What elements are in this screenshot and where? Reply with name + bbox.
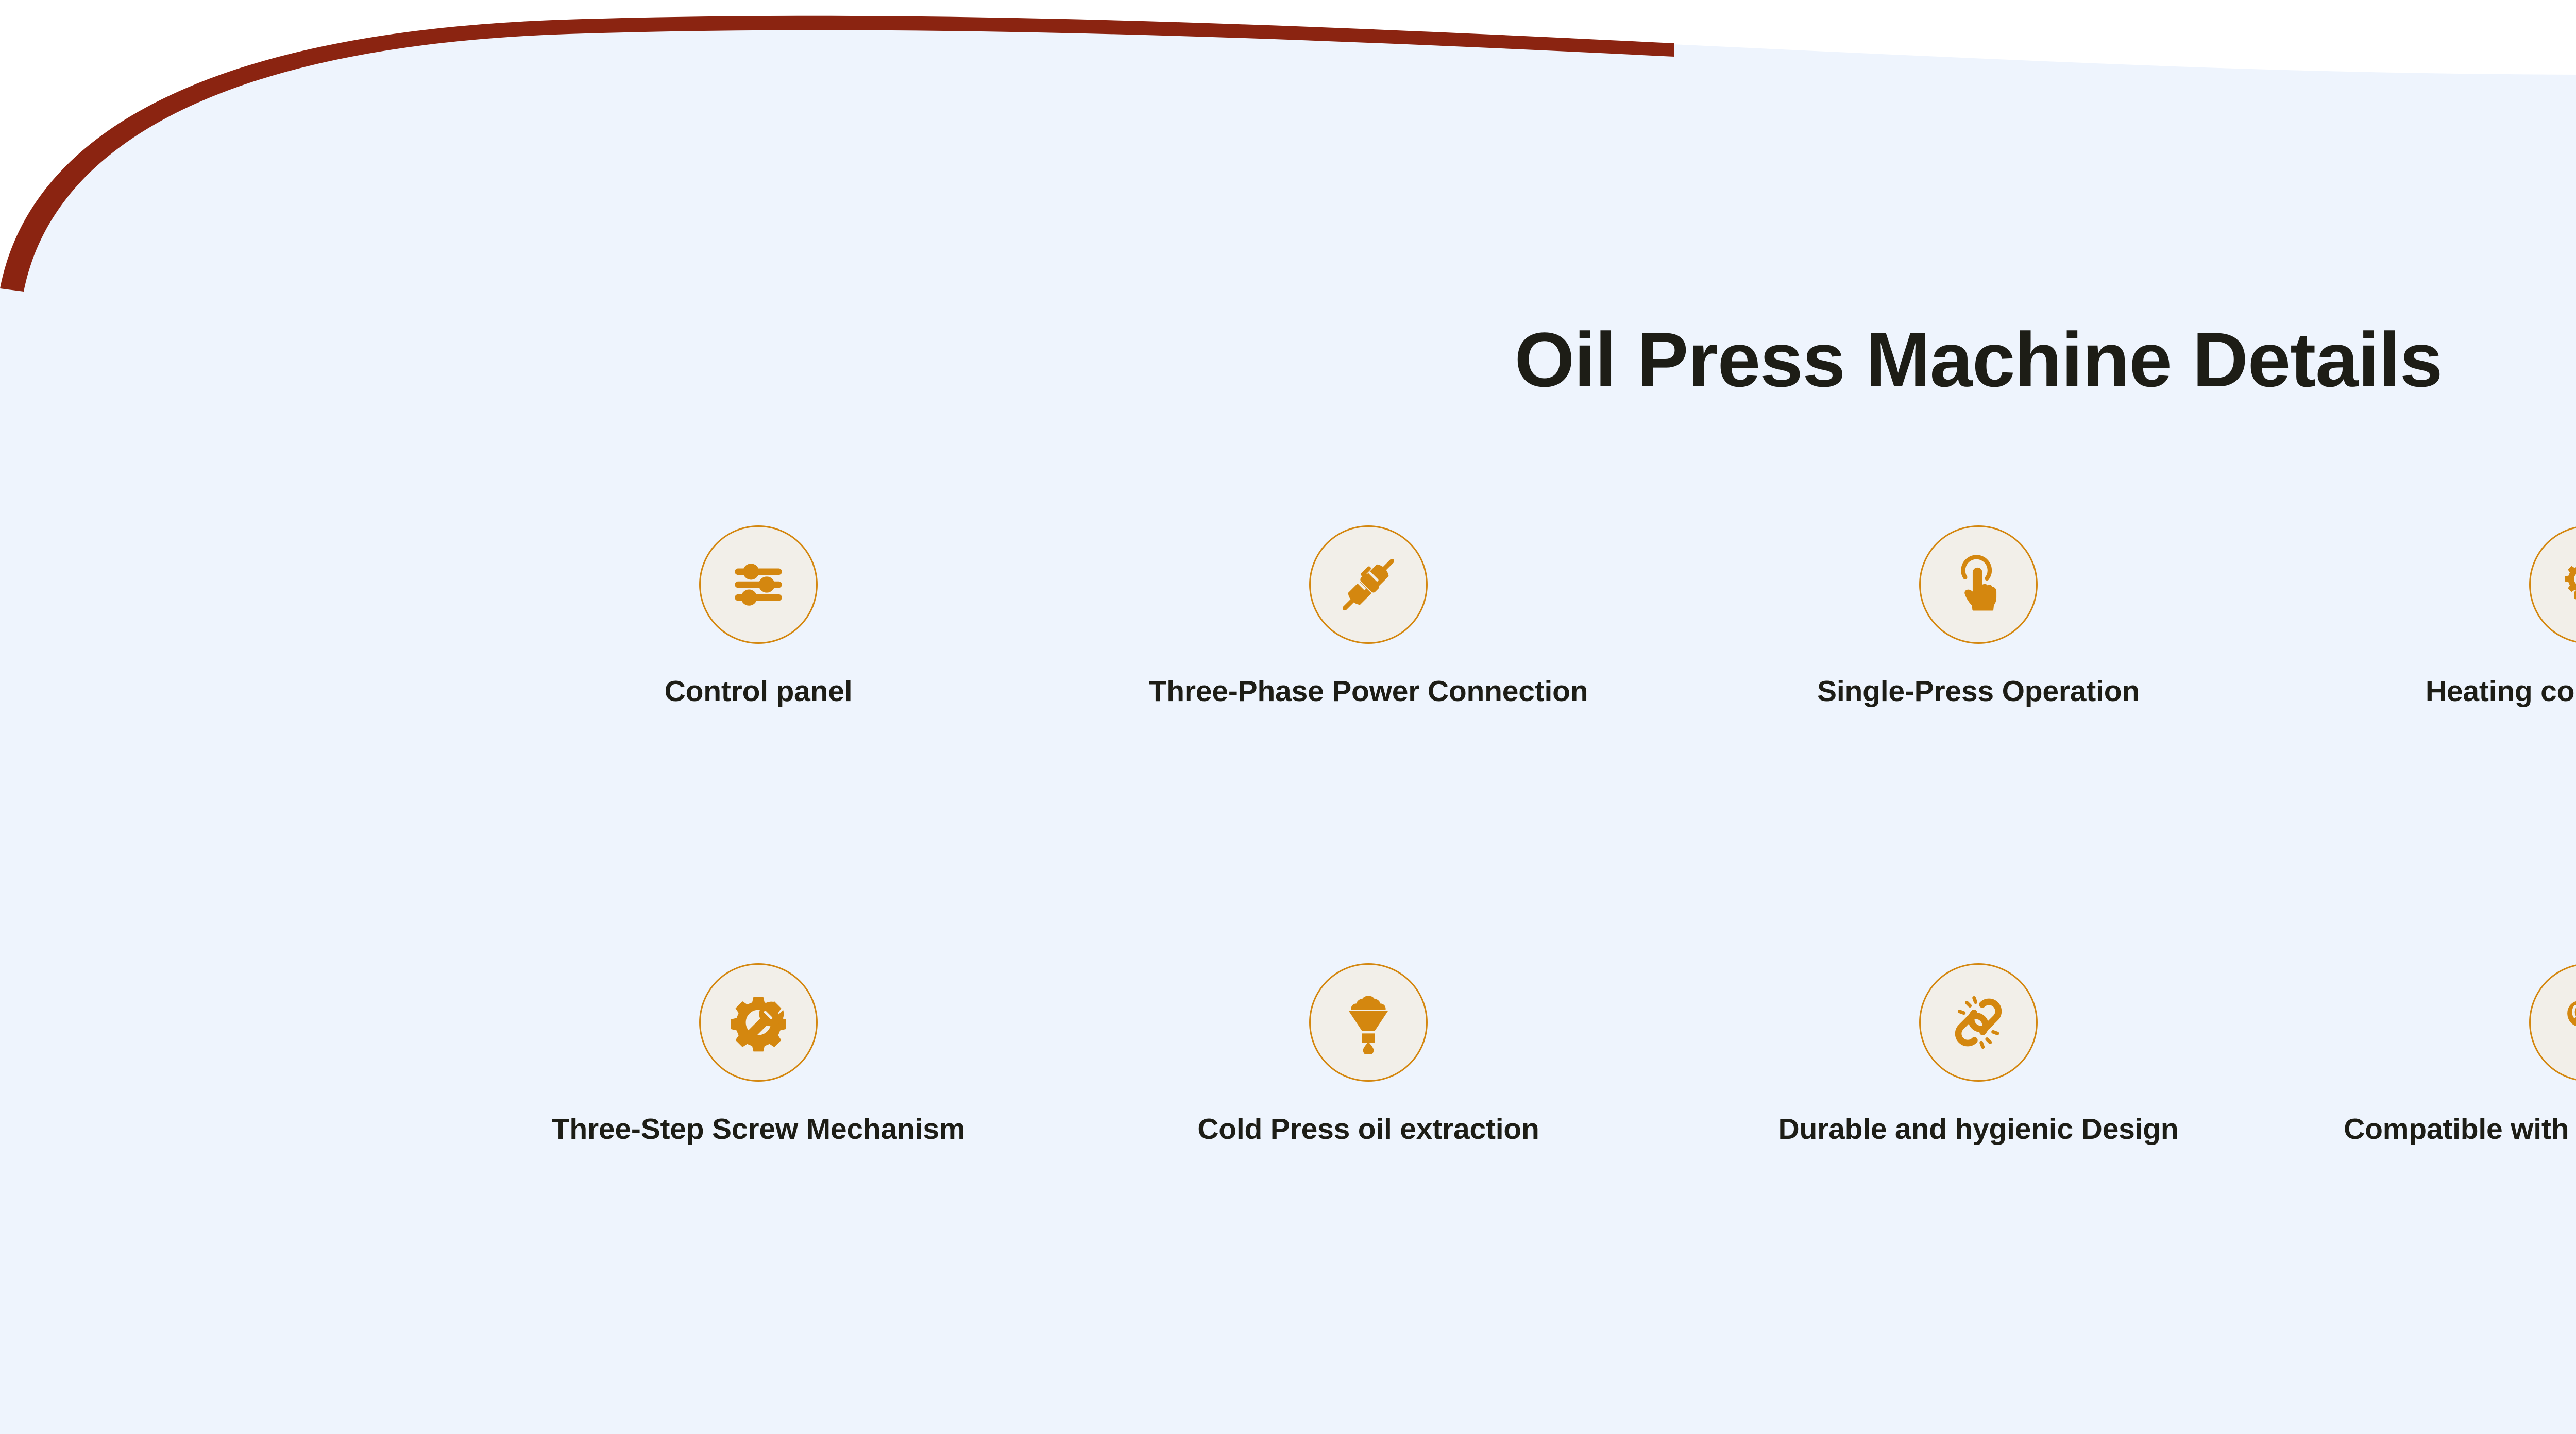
feature-item-durable-hygienic-design[interactable]: Durable and hygienic Design <box>1673 963 2283 1150</box>
feature-row-2: Three-Step Screw Mechanism <box>453 963 2576 1150</box>
press-funnel-droplet-icon <box>1348 996 1388 1054</box>
icon-badge <box>699 525 818 644</box>
chain-link-sparkle-icon <box>1955 996 2002 1049</box>
icon-badge <box>1919 525 2038 644</box>
feature-label: Durable and hygienic Design <box>1778 1113 2179 1146</box>
plug-connection-icon <box>1342 558 1395 611</box>
feature-item-single-press-operation[interactable]: Single-Press Operation <box>1673 525 2283 712</box>
icon-badge <box>2529 963 2576 1082</box>
sliders-icon <box>735 564 782 606</box>
feature-item-compatible-all-seeds[interactable]: Compatible with All Types of Seeds <box>2283 963 2576 1150</box>
page-title: Oil Press Machine Details <box>1514 316 2443 403</box>
feature-item-heating-control-system[interactable]: Heating control System <box>2283 525 2576 712</box>
feature-label: Heating control System <box>2425 675 2576 708</box>
feature-label: Compatible with All Types of Seeds <box>2344 1113 2576 1146</box>
icon-badge <box>1309 525 1428 644</box>
feature-item-three-phase-power[interactable]: Three-Phase Power Connection <box>1063 525 1673 712</box>
icon-badge <box>699 963 818 1082</box>
icon-badge <box>1309 963 1428 1082</box>
feature-label: Cold Press oil extraction <box>1197 1113 1539 1146</box>
feature-label: Single-Press Operation <box>1817 675 2140 708</box>
icon-badge <box>1919 963 2038 1082</box>
seeds-icon <box>2567 1001 2576 1027</box>
icon-badge <box>2529 525 2576 644</box>
feature-label: Three-Phase Power Connection <box>1148 675 1588 708</box>
feature-row-1: Control panel <box>453 525 2576 712</box>
feature-item-three-step-screw[interactable]: Three-Step Screw Mechanism <box>453 963 1063 1150</box>
feature-item-control-panel[interactable]: Control panel <box>453 525 1063 712</box>
feature-label: Control panel <box>664 675 853 708</box>
gear-wrench-icon <box>731 997 786 1052</box>
feature-label: Three-Step Screw Mechanism <box>551 1113 965 1146</box>
thermometer-gear-icon <box>2565 566 2576 600</box>
tap-hand-icon <box>1961 555 1997 611</box>
feature-item-cold-press-extraction[interactable]: Cold Press oil extraction <box>1063 963 1673 1150</box>
